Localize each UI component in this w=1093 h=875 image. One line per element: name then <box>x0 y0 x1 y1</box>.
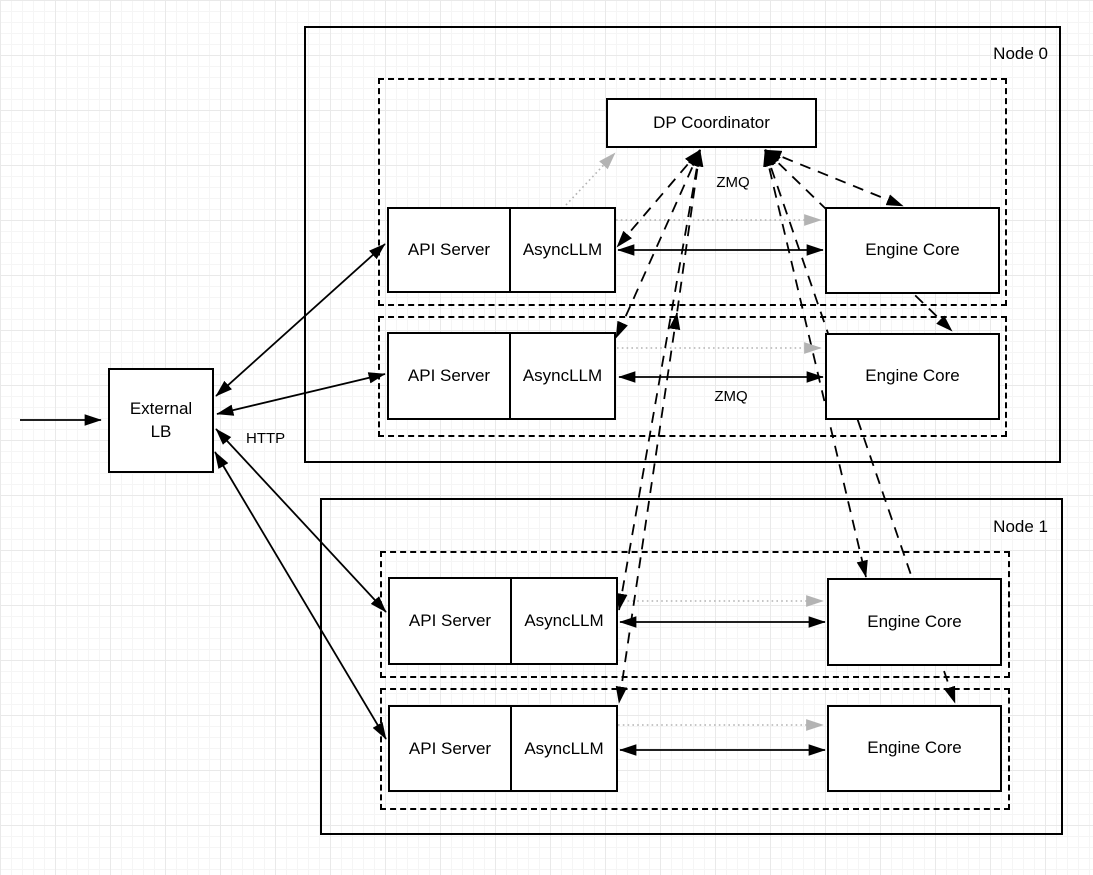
api-server-box: API Server <box>390 579 510 663</box>
node0-label: Node 0 <box>993 44 1048 63</box>
zmq-engine-label: ZMQ <box>714 388 748 405</box>
arrow-lb-api2 <box>215 428 387 613</box>
zmq-link-asyncllm1-coordinator <box>615 149 701 339</box>
zmq-link-coordinator-engine1 <box>764 149 904 207</box>
api-server-label: API Server <box>408 611 492 630</box>
api-server-label: API Server <box>407 240 491 259</box>
api-server-box: API Server <box>389 209 509 291</box>
asyncllm-label: AsyncLLM <box>522 240 603 259</box>
api-server-label: API Server <box>408 738 492 758</box>
arrow-lb-api3 <box>214 451 387 740</box>
zmq-coordinator-label: ZMQ <box>716 174 750 191</box>
zmq-link-asyncllm2-coordinator <box>616 149 703 611</box>
external-lb-box: External LB <box>108 368 214 473</box>
engine-core-box-3: Engine Core <box>827 705 1002 792</box>
api-asyncllm-pair-0: API Server AsyncLLM <box>387 207 616 293</box>
asyncllm-label: AsyncLLM <box>524 738 604 758</box>
zmq-link-asyncllm3-coordinator-upper <box>676 149 704 314</box>
external-lb-label: External LB <box>129 399 193 441</box>
api-server-box: API Server <box>390 707 510 790</box>
asyncllm-box: AsyncLLM <box>509 209 614 291</box>
zmq-link-coordinator-engine4 <box>764 149 956 704</box>
asyncllm-box: AsyncLLM <box>510 579 616 663</box>
dp-coordinator-box: DP Coordinator <box>606 98 817 148</box>
asyncllm-label: AsyncLLM <box>522 366 603 385</box>
api-asyncllm-pair-1: API Server AsyncLLM <box>387 332 616 420</box>
arrow-lb-api1 <box>216 372 386 416</box>
asyncllm-box: AsyncLLM <box>509 334 614 418</box>
rank3-container <box>380 688 1010 810</box>
dp-coordinator-label: DP Coordinator <box>653 112 770 132</box>
api-server-label: API Server <box>407 366 491 385</box>
arrow-lb-api0 <box>215 243 386 397</box>
api-asyncllm-pair-3: API Server AsyncLLM <box>388 705 618 792</box>
asyncllm-box: AsyncLLM <box>510 707 616 790</box>
engine-core-label: Engine Core <box>867 738 962 758</box>
api-server-box: API Server <box>389 334 509 418</box>
zmq-link-asyncllm3-coordinator-lower <box>615 312 681 704</box>
dotted-asyncllm-coordinator <box>565 152 616 206</box>
api-asyncllm-pair-2: API Server AsyncLLM <box>388 577 618 665</box>
asyncllm-label: AsyncLLM <box>524 611 604 630</box>
http-label: HTTP <box>246 430 286 447</box>
node1-label: Node 1 <box>993 517 1048 536</box>
